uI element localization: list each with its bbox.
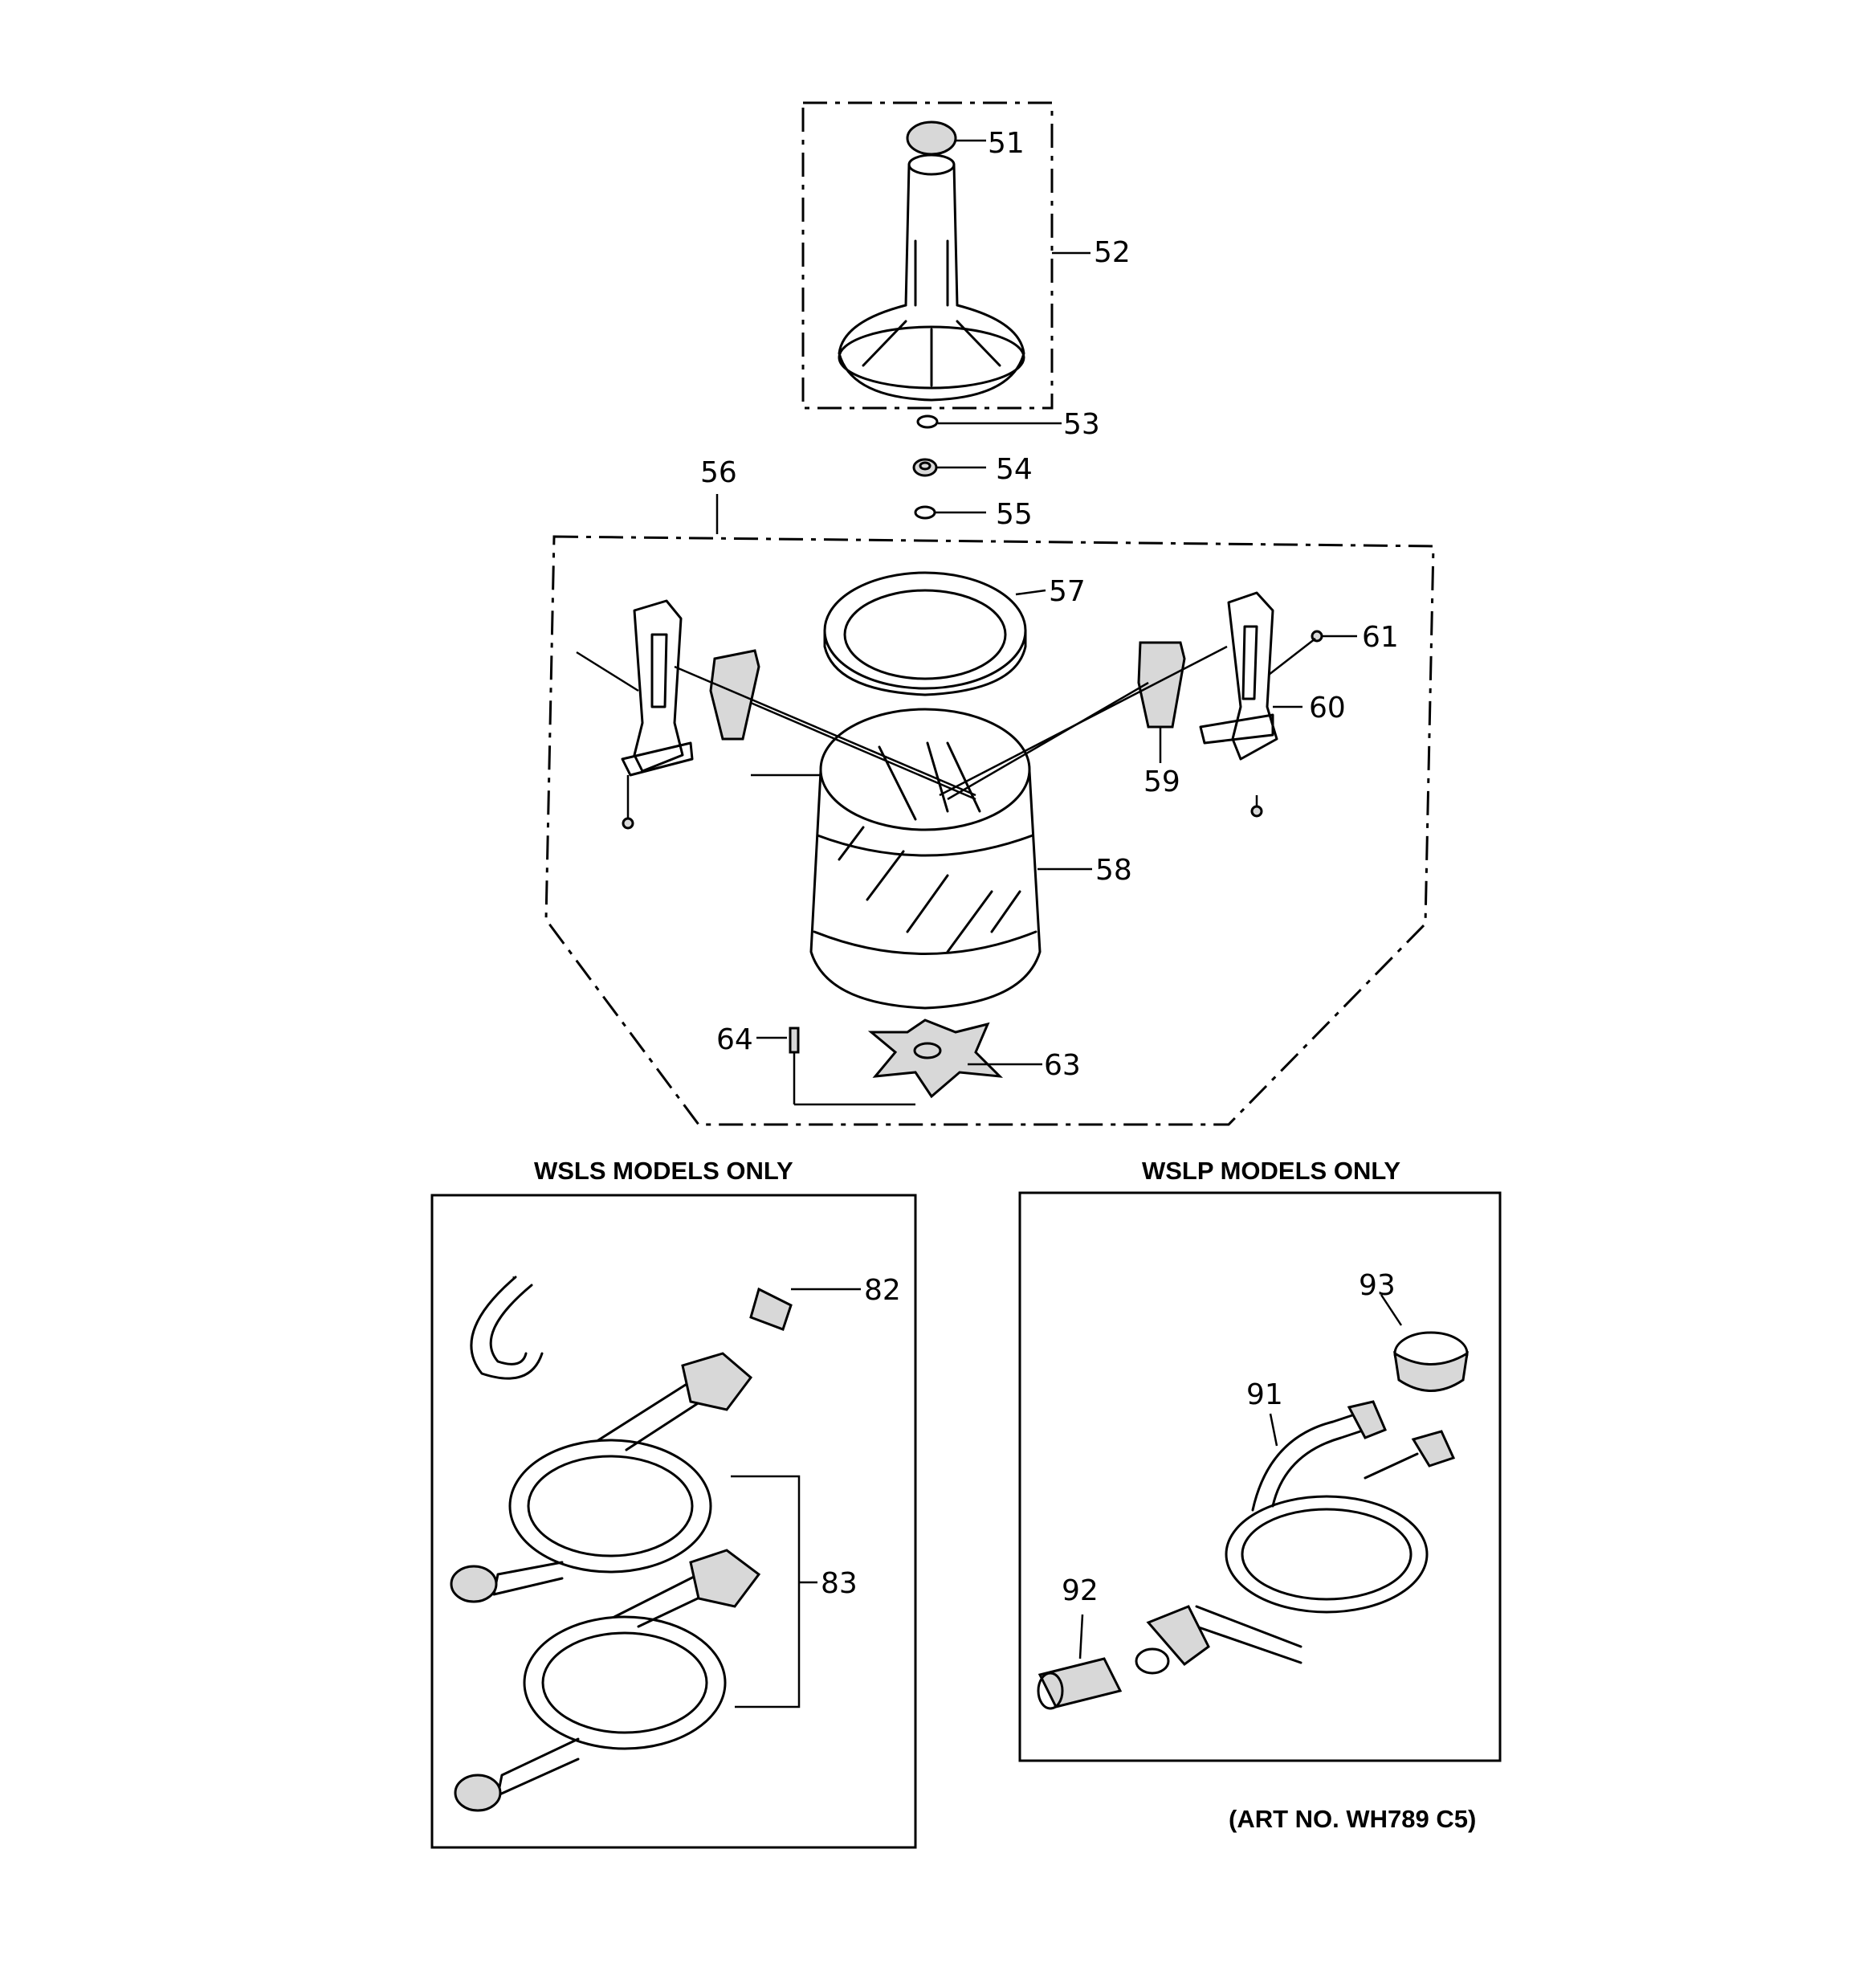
wsls-panel-title: WSLS MODELS ONLY [534,1157,793,1185]
wash-basket [809,708,1042,1010]
suspension-pad-left [709,649,760,741]
callout-63: 63 [1044,1049,1081,1082]
washer-53 [916,414,939,429]
callout-61: 61 [1362,621,1399,654]
basket-hub [867,1018,1004,1099]
callout-83: 83 [821,1567,858,1600]
wsls-panel-frame [430,1194,917,1849]
agitator [838,153,1025,402]
callout-53: 53 [1063,408,1100,441]
callout-51: 51 [988,127,1025,160]
fill-hose-83-top [450,1352,753,1603]
art-number: (ART NO. WH789 C5) [1229,1805,1476,1833]
agitator-cap [906,120,957,156]
hose-cap-93 [1393,1331,1469,1392]
suspension-support-right [1199,591,1278,818]
suspension-pad-right [1137,641,1186,729]
washer-55 [914,505,936,520]
callout-64: 64 [716,1023,753,1056]
callout-59: 59 [1143,765,1180,798]
suspension-support-left [576,599,694,830]
basket-group-dashed-boundary [544,535,1435,1126]
rod-left-lead-2 [750,701,976,801]
callout-82: 82 [864,1274,901,1307]
balance-ring [823,571,1027,696]
screw-64 [789,1027,915,1106]
callout-93: 93 [1359,1269,1396,1302]
callout-56: 56 [700,456,737,489]
callout-58: 58 [1095,854,1132,887]
callout-57: 57 [1049,575,1086,608]
callout-91: 91 [1246,1378,1283,1411]
hose-adapter-92 [1037,1657,1123,1710]
fill-hose-83-bottom [454,1549,761,1812]
nut-54 [912,458,938,477]
callout-55: 55 [996,498,1033,531]
rod-left-lead [674,665,976,797]
wslp-panel-frame [1018,1191,1502,1762]
callout-60: 60 [1309,692,1346,725]
agitator-group-dashed-box [801,101,1054,410]
drain-hose-82 [470,1244,793,1380]
callout-92: 92 [1062,1574,1099,1607]
callout-52: 52 [1094,236,1131,269]
y-hose-91 [1135,1400,1456,1675]
wslp-panel-title: WSLP MODELS ONLY [1142,1157,1400,1185]
callout-54: 54 [996,453,1033,486]
